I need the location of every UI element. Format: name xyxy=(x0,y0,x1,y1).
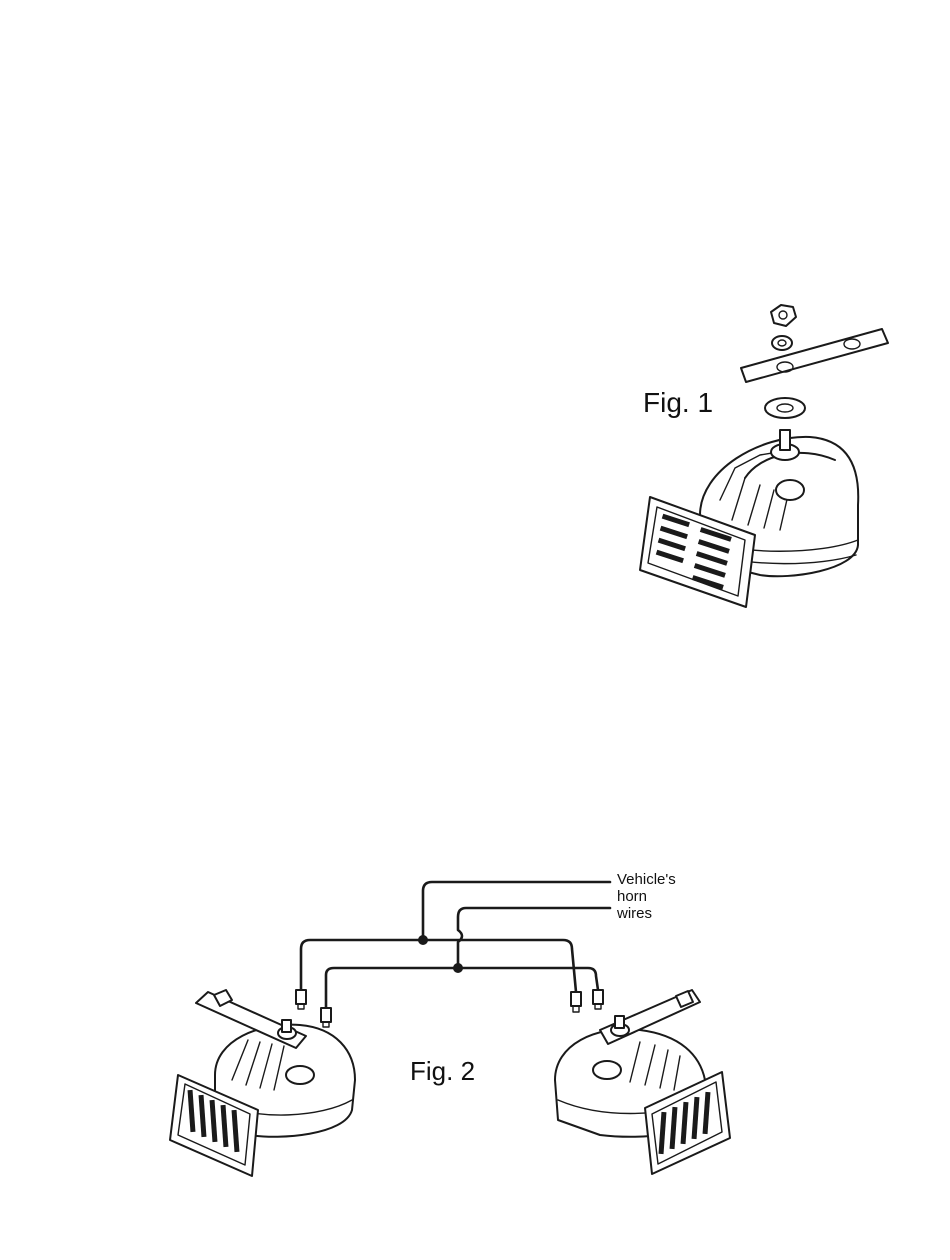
vehicle-wire-1 xyxy=(423,882,610,940)
vehicle-wire-2 xyxy=(458,908,610,968)
fig2-label: Fig. 2 xyxy=(410,1056,475,1086)
upper-bus-wire xyxy=(301,940,576,992)
lower-bus-wire xyxy=(326,968,598,1008)
fig1-label: Fig. 1 xyxy=(643,387,713,418)
callout-line-2: horn xyxy=(617,888,647,905)
callout-line-3: wires xyxy=(616,905,652,922)
right-horn xyxy=(555,990,730,1174)
fig1-mounting-bracket xyxy=(741,329,888,382)
fig1-flat-washer xyxy=(765,398,805,418)
fig2-diagram: Fig. 2 Vehicle's horn wires xyxy=(170,871,730,1176)
fig1-lock-washer xyxy=(772,336,792,350)
junction-2 xyxy=(453,963,463,973)
callout-line-1: Vehicle's xyxy=(617,871,676,888)
right-horn-connectors xyxy=(571,990,603,1012)
fig1-nut xyxy=(771,305,796,326)
fig1-diagram: Fig. 1 xyxy=(640,305,888,607)
junction-1 xyxy=(418,935,428,945)
wiring-harness xyxy=(301,882,610,1008)
